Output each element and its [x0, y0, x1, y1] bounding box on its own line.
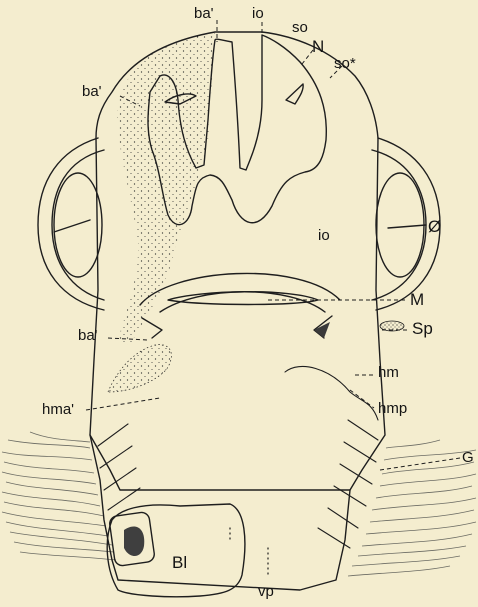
label-io-top: io: [252, 5, 264, 22]
lower-body: [90, 435, 350, 590]
right-gill-slits: [318, 420, 378, 548]
label-ba-upper-left: ba': [82, 83, 102, 100]
left-eye: [38, 138, 104, 310]
label-vp: vp: [258, 583, 274, 600]
mouth: [140, 273, 340, 338]
label-so: so: [292, 19, 308, 36]
gill-filaments-right: [348, 440, 476, 576]
label-hmp: hmp: [378, 400, 407, 417]
label-sp: Sp: [412, 319, 433, 338]
label-hma: hma': [42, 401, 74, 418]
label-ba-top: ba': [194, 5, 214, 22]
label-ba-mid-left: ba': [78, 327, 98, 344]
left-gill-slits: [98, 424, 140, 510]
label-hm: hm: [378, 364, 399, 381]
label-bl: Bl: [172, 553, 187, 572]
label-n: N: [312, 37, 324, 56]
label-so-star: so*: [334, 55, 356, 72]
stippled-patch-hma: [108, 345, 171, 392]
label-g: G: [462, 449, 474, 466]
label-io-mid: io: [318, 227, 330, 244]
nasal-pit-right: [286, 84, 303, 104]
label-eye: Ø: [428, 217, 441, 236]
label-m: M: [410, 290, 424, 309]
stippled-region-left: [117, 32, 215, 345]
